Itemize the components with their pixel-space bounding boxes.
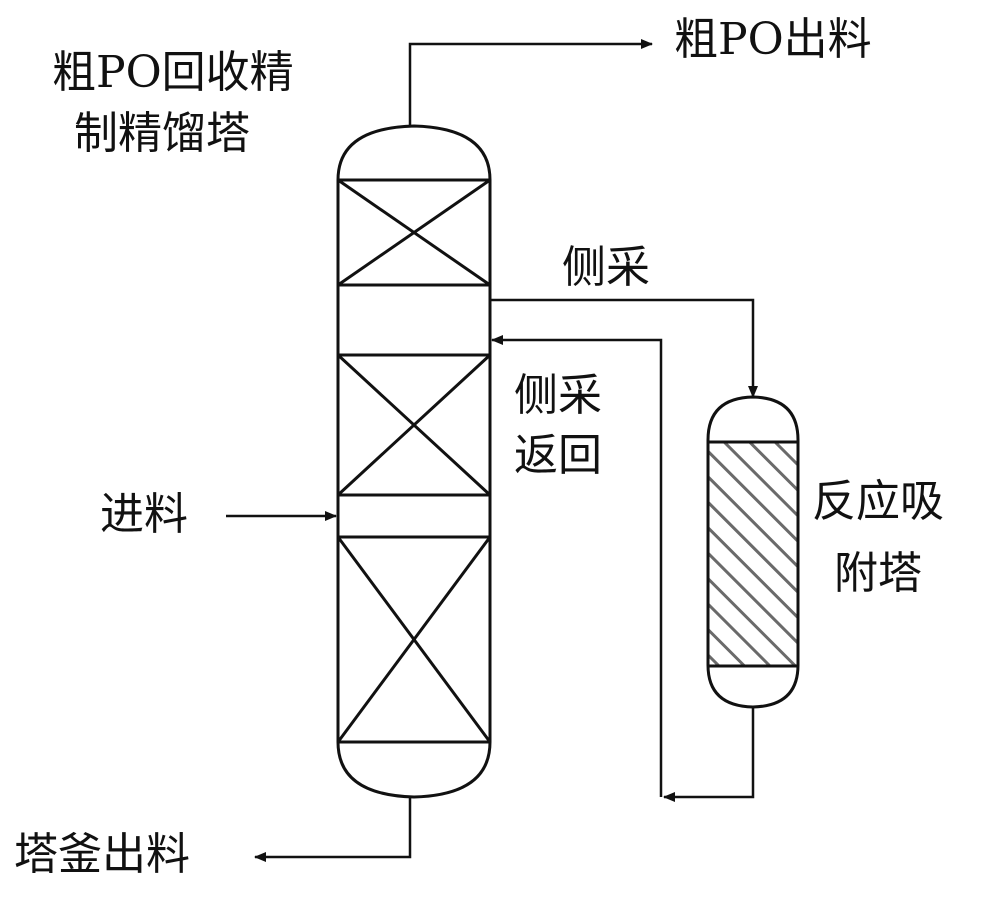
side-draw-label: 侧采 <box>562 242 650 293</box>
distillation-column <box>336 124 492 799</box>
packing-section-3 <box>336 535 492 744</box>
reactor-label-line1: 反应吸 <box>812 476 944 527</box>
top-product-line <box>408 39 653 126</box>
column-label-line1: 粗PO回收精 <box>52 47 294 98</box>
adsorbent-bed <box>708 442 798 666</box>
side-draw-line <box>490 298 758 398</box>
side-return-label-line1: 侧采 <box>514 370 602 421</box>
packing-section-1 <box>337 178 491 287</box>
bottom-product-line <box>254 797 412 862</box>
reactor-outlet-line <box>663 707 755 802</box>
reactor-label-line2: 附塔 <box>834 548 922 599</box>
bottom-product-label: 塔釜出料 <box>14 829 190 880</box>
side-return-label-line2: 返回 <box>514 430 602 481</box>
packing-section-2 <box>336 353 492 497</box>
adsorption-reactor <box>706 395 800 709</box>
feed-label: 进料 <box>100 489 188 540</box>
column-label-line2: 制精馏塔 <box>74 108 250 159</box>
top-product-label: 粗PO出料 <box>674 14 872 65</box>
side-return-line <box>491 335 663 797</box>
